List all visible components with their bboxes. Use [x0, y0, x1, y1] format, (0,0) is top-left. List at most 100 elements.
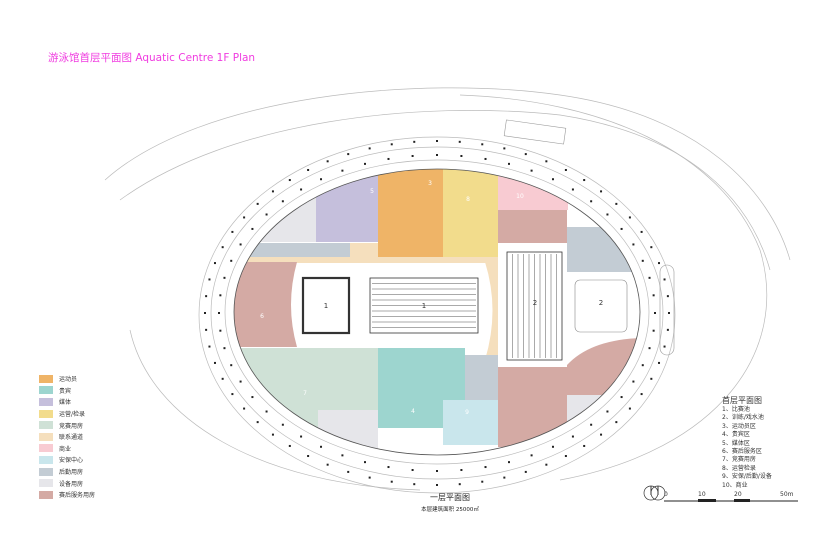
scale-bar: 0 10 20 50m	[640, 483, 800, 513]
column	[326, 160, 329, 163]
column	[213, 262, 216, 265]
drawing-caption: 一层平面图	[430, 493, 470, 502]
column	[320, 178, 323, 181]
room-list-item: 8、运营检录	[722, 464, 756, 472]
column	[652, 294, 655, 297]
column	[239, 243, 242, 246]
column	[368, 147, 371, 150]
column	[652, 329, 655, 332]
column	[221, 246, 224, 249]
column	[300, 435, 303, 438]
column	[666, 295, 669, 298]
column	[271, 433, 274, 436]
legend-item: 后勤用房	[39, 466, 95, 478]
column	[251, 396, 254, 399]
diving-pool	[301, 276, 351, 335]
zone-number: 2	[533, 299, 537, 307]
column	[413, 483, 416, 486]
column	[615, 421, 618, 424]
column	[632, 243, 635, 246]
legend-item: 运动员	[39, 373, 95, 385]
legend-label: 设备用房	[59, 480, 84, 488]
column	[545, 463, 548, 466]
legend-item: 竞赛用房	[39, 419, 95, 431]
column	[530, 454, 533, 457]
column	[288, 179, 291, 182]
scale-label: 10	[698, 491, 706, 498]
column	[413, 140, 416, 143]
column	[239, 380, 242, 383]
legend-item: 商业	[39, 443, 95, 455]
column	[204, 312, 206, 314]
legend-label: 赛后服务用房	[59, 492, 96, 500]
zone-postgame-west	[234, 262, 297, 347]
column	[436, 154, 438, 156]
column	[205, 295, 208, 298]
column	[484, 157, 487, 160]
column	[288, 444, 291, 447]
zone-number: 1	[324, 302, 328, 310]
zone-number: 6	[260, 313, 264, 320]
column	[219, 294, 222, 297]
column	[390, 143, 393, 146]
room-list-item: 7、竞赛用房	[722, 456, 756, 464]
room-list-item: 3、运动员区	[722, 422, 756, 430]
column	[484, 466, 487, 469]
column	[530, 169, 533, 172]
column	[223, 276, 226, 279]
zone-security	[443, 400, 498, 445]
zone-number: 10	[516, 193, 524, 200]
column	[300, 188, 303, 191]
column	[458, 140, 461, 143]
zone-operations	[443, 169, 498, 257]
legend-swatch	[39, 397, 53, 406]
scale-label: 50m	[780, 491, 794, 498]
legend-label: 媒体	[59, 399, 72, 407]
legend-label: 运营/检录	[59, 411, 86, 419]
column	[620, 227, 623, 230]
column	[508, 162, 511, 165]
column	[341, 169, 344, 172]
column	[411, 469, 414, 472]
legend-swatch	[39, 479, 53, 488]
legend-swatch	[39, 455, 53, 464]
column	[347, 470, 350, 473]
column	[205, 328, 208, 331]
zone-number: 9	[465, 409, 469, 416]
legend-label: 竞赛用房	[59, 422, 84, 430]
legend-label: 商业	[59, 445, 72, 453]
zone-media	[316, 169, 378, 242]
column	[524, 470, 527, 473]
column	[590, 423, 593, 426]
column	[208, 345, 211, 348]
zone-number: 2	[599, 299, 603, 307]
legend-item: 运营/检录	[39, 408, 95, 420]
column	[600, 190, 603, 193]
column	[341, 454, 344, 457]
column	[256, 202, 259, 205]
column	[231, 393, 234, 396]
legend-item: 设备用房	[39, 477, 95, 489]
column	[640, 393, 643, 396]
column	[583, 179, 586, 182]
column	[628, 407, 631, 410]
column	[347, 153, 350, 156]
column	[503, 476, 506, 479]
column	[668, 312, 670, 314]
column	[590, 200, 593, 203]
zone-number: 5	[370, 188, 374, 195]
column	[600, 433, 603, 436]
column	[658, 361, 661, 364]
legend-swatch	[39, 467, 53, 476]
column	[628, 216, 631, 219]
room-list-item: 2、训练/戏水池	[722, 414, 764, 422]
room-list-heading: 首层平面图	[722, 396, 762, 405]
room-list-item: 5、媒体区	[722, 439, 750, 447]
column	[571, 188, 574, 191]
column	[640, 230, 643, 233]
column	[508, 461, 511, 464]
legend-label: 后勤用房	[59, 469, 84, 477]
column	[223, 347, 226, 350]
site-lines	[104, 87, 791, 494]
